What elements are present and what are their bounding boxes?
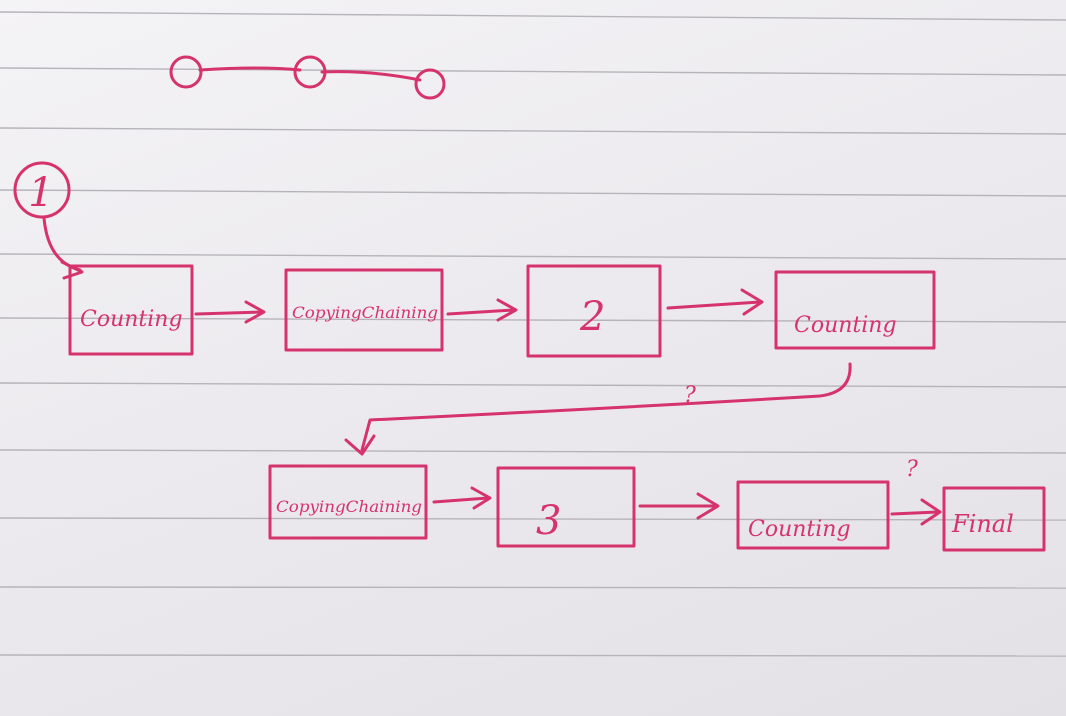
arrow-r1-2 <box>446 308 516 316</box>
row-2: CopyingChaining 3 Counting ? Final <box>268 457 1046 552</box>
connector-line <box>360 362 852 452</box>
graph-edge <box>320 70 422 82</box>
row1-box-counting-2 <box>774 270 936 350</box>
arrow-head <box>470 486 492 510</box>
connector-arrow-head <box>344 434 376 456</box>
row2-box2-label: 3 <box>536 498 561 544</box>
row-1: Counting CopyingChaining 2 Counting <box>68 264 936 358</box>
start-arrow-head <box>60 260 84 280</box>
row1-box4-label: Counting <box>794 313 897 338</box>
graph-node <box>414 68 446 100</box>
row2-box-counting <box>736 480 890 550</box>
row2-box-3 <box>496 466 636 548</box>
ruled-lines <box>0 11 1066 657</box>
graph-edge <box>198 66 302 72</box>
arrow-head <box>696 492 720 520</box>
arrow-r1-1 <box>194 310 264 316</box>
row1-box-copyingchaining <box>284 268 444 352</box>
three-node-graph <box>169 55 446 100</box>
arrow-r1-3 <box>666 300 762 310</box>
row-connector: ? <box>344 362 852 456</box>
graph-node <box>293 55 327 89</box>
row1-box-2 <box>526 264 662 358</box>
question-mark-2: ? <box>906 457 918 482</box>
row1-box2-label: CopyingChaining <box>292 303 438 322</box>
row1-box3-label: 2 <box>579 294 605 340</box>
row2-box1-label: CopyingChaining <box>276 497 422 516</box>
arrow-head <box>740 288 764 316</box>
row2-box-copyingchaining <box>268 464 428 540</box>
arrow-r2-1 <box>432 496 490 504</box>
start-circle <box>13 161 71 219</box>
arrow-head <box>920 498 942 526</box>
arrow-head <box>496 298 518 322</box>
row2-box-final <box>942 486 1046 552</box>
row2-box3-label: Counting <box>748 517 851 542</box>
start-label: 1 <box>28 170 53 216</box>
row1-box1-label: Counting <box>80 307 183 332</box>
row2-box4-label: Final <box>951 510 1014 538</box>
start-marker: 1 <box>13 161 84 280</box>
question-mark-1: ? <box>684 383 696 408</box>
arrow-head <box>244 300 266 324</box>
row1-box-counting <box>68 264 194 356</box>
arrow-r2-3 <box>890 510 940 516</box>
graph-node <box>169 55 203 89</box>
